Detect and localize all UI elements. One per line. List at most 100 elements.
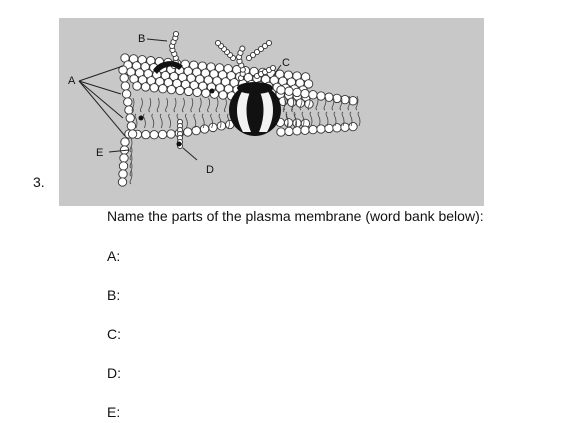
answer-label: D: xyxy=(107,365,121,381)
phospholipid-head xyxy=(183,127,193,137)
fatty-acid-tail xyxy=(131,97,135,113)
phospholipid-head xyxy=(123,97,133,107)
phospholipid-head xyxy=(287,97,297,107)
glycoprotein-chains xyxy=(214,39,277,82)
phospholipid-head xyxy=(158,84,168,94)
label-leader-lines xyxy=(78,38,282,161)
fatty-acid-tail xyxy=(325,111,329,127)
phospholipid-head xyxy=(284,126,294,137)
phospholipid-head xyxy=(316,124,326,134)
fatty-acid-tail xyxy=(299,95,303,111)
phospholipid-head xyxy=(340,122,350,132)
carbohydrate-bead xyxy=(245,54,253,62)
phospholipid-head xyxy=(120,137,130,147)
fatty-acid-tail xyxy=(173,97,177,113)
fatty-acid-tail xyxy=(129,145,133,161)
fatty-acid-tail xyxy=(291,97,294,113)
fatty-acid-tail xyxy=(148,97,152,113)
fatty-acid-tail xyxy=(323,95,327,111)
phospholipid-head xyxy=(127,129,138,139)
answer-label: B: xyxy=(107,287,121,303)
question-number: 3. xyxy=(33,174,45,190)
phospholipid-head xyxy=(166,84,177,95)
phospholipid-head xyxy=(292,118,302,128)
fatty-acid-tail xyxy=(357,111,361,127)
glycolipid-chain xyxy=(169,30,180,70)
membrane-dot xyxy=(209,88,215,94)
question-prompt: Name the parts of the plasma membrane (w… xyxy=(107,208,484,224)
fatty-acid-tail xyxy=(190,97,194,113)
answer-d: D: xyxy=(107,365,121,381)
carbohydrate-bead xyxy=(265,39,273,47)
phospholipid-head xyxy=(125,113,135,123)
phospholipid-tails xyxy=(129,95,361,185)
fatty-acid-tail xyxy=(193,113,197,129)
figure-label-a: A xyxy=(68,75,76,87)
fatty-acid-tail xyxy=(331,95,335,111)
fatty-acid-tail xyxy=(293,111,297,127)
fatty-acid-tail xyxy=(129,153,133,169)
figure-label-c: C xyxy=(282,57,290,69)
fatty-acid-tail xyxy=(291,95,295,111)
fatty-acid-tail xyxy=(347,95,351,111)
fatty-acid-tail xyxy=(227,113,230,129)
phospholipid-head xyxy=(166,129,176,139)
answer-b: B: xyxy=(107,287,120,303)
phospholipid-head xyxy=(121,89,132,99)
phospholipid-head xyxy=(117,177,128,187)
fatty-acid-tail xyxy=(215,97,219,113)
answer-label: A: xyxy=(107,248,121,264)
fatty-acid-tail xyxy=(333,111,337,127)
carbohydrate-bead xyxy=(269,64,277,72)
fatty-acid-tail xyxy=(301,111,305,127)
peripheral-protein xyxy=(153,61,183,74)
phospholipid-head xyxy=(119,73,129,83)
phospholipid-head xyxy=(218,90,228,100)
fatty-acid-tail xyxy=(307,95,311,111)
phospholipid-head xyxy=(324,123,334,134)
answer-c: C: xyxy=(107,326,121,342)
fatty-acid-tail xyxy=(165,97,168,113)
phospholipid-head xyxy=(149,130,159,140)
fatty-acid-tail xyxy=(182,97,185,113)
fatty-acid-tail xyxy=(129,169,133,185)
phospholipid-head xyxy=(183,86,194,97)
phospholipid-head xyxy=(199,124,210,134)
phospholipid-head xyxy=(292,87,302,98)
phospholipid-head xyxy=(308,90,318,100)
fatty-acid-tail xyxy=(285,111,289,127)
fatty-acid-tail xyxy=(156,97,160,113)
phospholipid-head xyxy=(300,88,310,99)
phospholipid-head xyxy=(192,87,202,97)
phospholipid-head xyxy=(284,86,294,96)
fatty-acid-tail xyxy=(283,95,287,111)
phospholipid-head xyxy=(201,88,211,98)
fatty-acid-tail xyxy=(143,113,146,129)
carbohydrate-bead xyxy=(214,39,222,47)
phospholipid-head xyxy=(276,127,286,137)
phospholipid-head xyxy=(175,85,185,96)
phospholipid-head xyxy=(149,83,159,93)
fatty-acid-tail xyxy=(341,111,345,127)
carbohydrate-bead xyxy=(249,51,257,59)
phospholipid-head xyxy=(141,130,151,140)
membrane-dot xyxy=(138,115,144,121)
fatty-acid-tail xyxy=(168,113,171,129)
phospholipid-head xyxy=(118,161,129,171)
fatty-acid-tail xyxy=(185,113,188,129)
fatty-acid-tail xyxy=(210,113,213,129)
fatty-acid-tail xyxy=(339,95,343,111)
phospholipid-head xyxy=(292,126,302,136)
carbohydrate-bead xyxy=(253,48,261,56)
answer-label: C: xyxy=(107,326,121,342)
fatty-acid-tail xyxy=(207,97,210,113)
answer-a: A: xyxy=(107,248,120,264)
channel-protein xyxy=(229,82,281,136)
phospholipid-head xyxy=(304,99,314,109)
fatty-acid-tail xyxy=(218,113,222,129)
figure-label-d: D xyxy=(206,164,214,176)
plasma-membrane-figure: A B C D E xyxy=(59,18,484,206)
phospholipid-head xyxy=(332,123,342,133)
phospholipid-head xyxy=(157,129,168,140)
answer-e: E: xyxy=(107,404,120,420)
